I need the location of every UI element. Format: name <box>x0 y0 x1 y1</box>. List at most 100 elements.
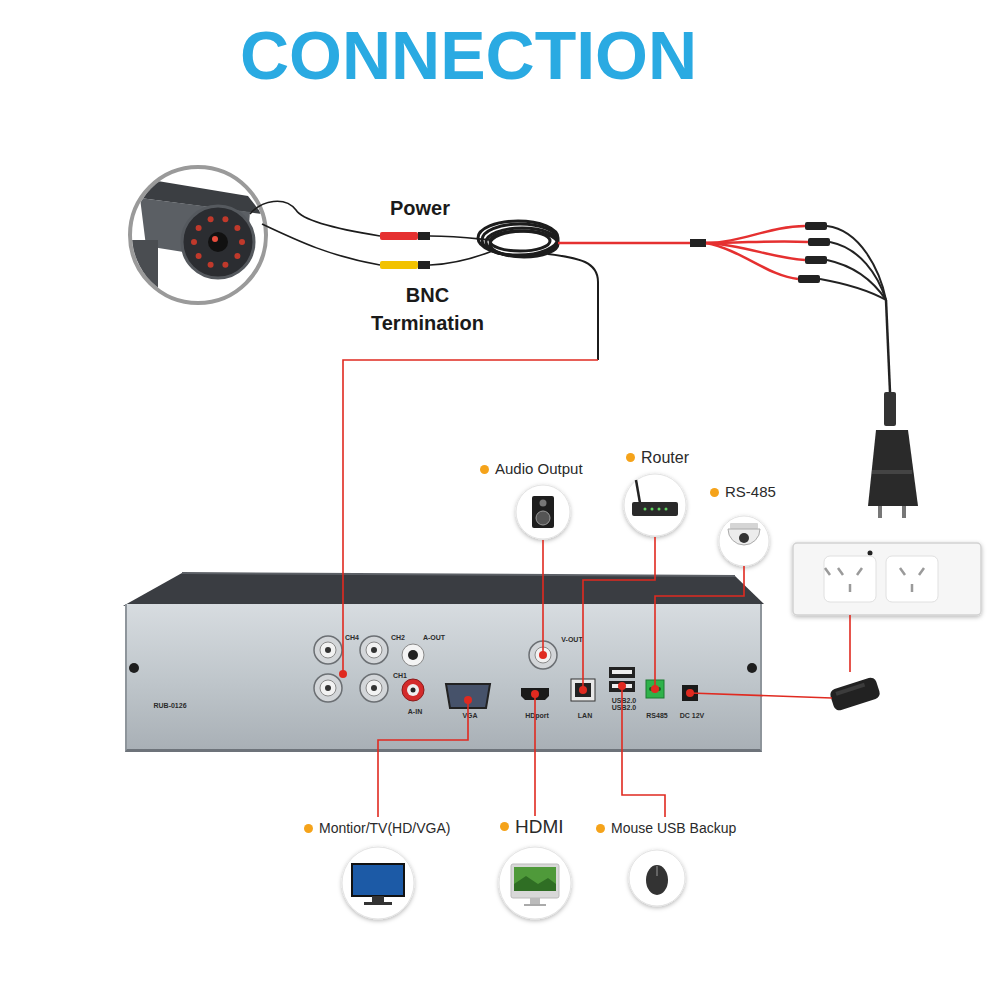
diagram-title: CONNECTION <box>240 15 697 95</box>
device-icon <box>352 864 404 896</box>
connector-wire <box>622 752 665 817</box>
mount-bolt <box>129 663 757 673</box>
device-icon <box>646 865 668 895</box>
power-cord <box>849 615 851 672</box>
dc-adapter <box>829 676 881 712</box>
device-icon <box>656 866 657 876</box>
dc-jack <box>682 685 698 701</box>
power-strip <box>793 543 981 615</box>
bnc-port <box>320 680 336 696</box>
power-strip <box>886 556 938 602</box>
camera-illustration <box>208 262 214 268</box>
connector-wire <box>534 752 536 816</box>
power-adapter <box>878 506 882 518</box>
power-splitter <box>805 222 827 230</box>
video-cable <box>548 254 598 360</box>
dc-adapter <box>835 683 865 696</box>
leader-line <box>690 693 832 698</box>
mount-bolt <box>129 663 139 673</box>
camera-illustration <box>196 225 202 231</box>
dc-adapter <box>829 676 881 712</box>
camera-illustration <box>196 253 202 259</box>
rca-port <box>407 684 419 696</box>
dvr-recorder: CH4CH2A-OUTCH1A-INVGAHDportV-OUTLANUSB2.… <box>125 604 762 752</box>
bnc-port <box>325 685 331 691</box>
dvr-top-face <box>123 573 764 606</box>
port-label: DC 12V <box>680 712 705 720</box>
power-connector <box>380 232 430 240</box>
bnc-port <box>366 680 382 696</box>
rca-port <box>402 679 424 701</box>
port-label: USB2.0 <box>612 704 637 712</box>
port-label: USB2.0 <box>612 697 637 705</box>
camera-illustration <box>128 176 262 290</box>
camera-illustration <box>212 236 218 242</box>
device-icon <box>730 523 758 529</box>
power-strip <box>825 568 862 592</box>
leader-line <box>343 360 832 752</box>
bnc-connector <box>418 261 430 269</box>
port-label: V-OUT <box>561 636 582 644</box>
cable-coil <box>478 221 558 255</box>
bnc-port <box>540 652 546 658</box>
device-icon <box>536 511 550 525</box>
camera-cable <box>430 250 495 265</box>
port-label: HDport <box>525 712 549 720</box>
cable-label: Power <box>390 194 490 222</box>
camera-illustration <box>128 240 158 290</box>
router-device: Router <box>622 447 700 537</box>
device-icon <box>514 867 556 891</box>
power-splitter <box>690 239 706 247</box>
bnc-port <box>529 641 557 669</box>
power-strip <box>868 551 873 556</box>
vga-port <box>446 684 490 708</box>
port-dot <box>618 682 626 690</box>
mouse-usb-device: Mouse USB Backup <box>592 817 752 912</box>
power-adapter <box>868 430 918 518</box>
port-dot <box>579 686 587 694</box>
connector-group <box>378 537 744 817</box>
power-splitter <box>827 260 886 300</box>
device-icon <box>530 898 540 904</box>
power-splitter <box>706 243 798 279</box>
device-icon <box>342 847 414 919</box>
device-icon <box>632 502 678 516</box>
dc-jack <box>682 685 698 701</box>
power-splitter <box>805 256 827 264</box>
device-icon <box>739 533 749 543</box>
cable-coil <box>490 231 558 257</box>
mount-bolt <box>747 663 757 673</box>
power-strip <box>824 556 876 602</box>
rs485-terminal <box>646 680 664 698</box>
port-label: RUB-0126 <box>153 702 186 710</box>
cable-coil <box>490 231 550 251</box>
bnc-port <box>314 636 342 664</box>
leader-line <box>621 686 623 752</box>
leader-line <box>542 604 544 655</box>
device-icon <box>514 876 556 891</box>
bnc-connector <box>380 261 418 269</box>
rs485-terminal <box>657 687 661 691</box>
device-icon <box>499 847 571 919</box>
bnc-connector <box>380 261 430 269</box>
camera-illustration <box>208 216 214 222</box>
device-icon <box>629 850 685 906</box>
power-connector <box>418 232 430 240</box>
bnc-port <box>320 642 336 658</box>
port-dot <box>539 651 547 659</box>
port-dot <box>651 685 659 693</box>
port-label: LAN <box>578 712 592 720</box>
power-connector <box>380 232 418 240</box>
bnc-port <box>371 685 377 691</box>
power-splitter <box>808 238 830 246</box>
audio-output-device: Audio Output <box>478 458 603 540</box>
camera-illustration <box>130 167 266 303</box>
port-dot <box>686 689 694 697</box>
leader-line <box>654 604 656 689</box>
cable-label: BNC Termination <box>355 281 500 337</box>
device-icon <box>636 480 640 503</box>
power-cord <box>850 615 851 672</box>
